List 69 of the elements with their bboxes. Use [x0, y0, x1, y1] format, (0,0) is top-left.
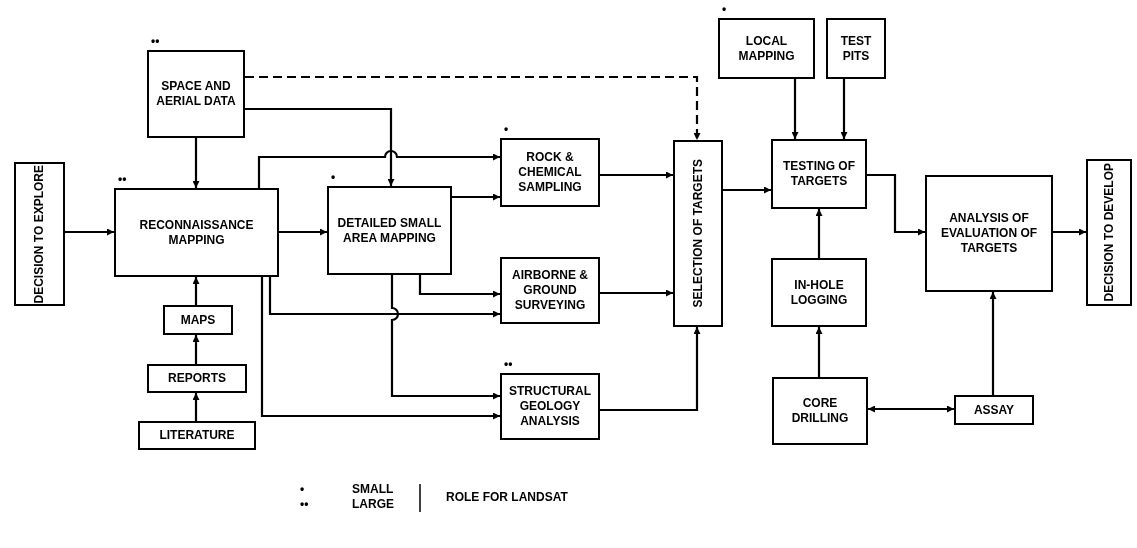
box-label: SELECTION OF TARGETS — [690, 159, 706, 308]
process-box — [14, 162, 65, 306]
arrow — [815, 327, 823, 377]
box-label: LITERATURE — [159, 428, 235, 443]
process-box — [138, 421, 256, 450]
arrow — [192, 335, 200, 364]
arrow — [867, 173, 925, 236]
legend-text: ROLE FOR LANDSAT — [446, 490, 568, 504]
process-box — [147, 364, 247, 393]
arrow — [192, 393, 200, 421]
arrow — [418, 275, 500, 298]
box-label: REPORTS — [168, 371, 226, 386]
arrow — [260, 277, 500, 420]
process-box — [771, 139, 867, 209]
arrow — [600, 289, 673, 297]
role-marker: • — [504, 123, 509, 135]
process-box — [163, 305, 233, 335]
process-box — [925, 175, 1053, 292]
process-box — [1086, 159, 1132, 306]
box-label: TEST PITS — [839, 33, 873, 64]
process-box — [673, 140, 723, 327]
box-label: DECISION TO DEVELOP — [1101, 163, 1117, 302]
box-label: DETAILED SMALL AREA MAPPING — [336, 215, 443, 246]
arrow — [192, 138, 200, 188]
arrow — [65, 228, 114, 236]
arrow — [245, 107, 395, 186]
box-label: LOCAL MAPPING — [737, 33, 796, 64]
box-label: ASSAY — [973, 402, 1015, 418]
role-marker: • — [722, 3, 727, 15]
legend-text: SMALL — [352, 482, 394, 496]
role-marker: •• — [118, 173, 127, 185]
process-box — [771, 258, 867, 327]
arrow — [868, 405, 954, 413]
arrow — [245, 75, 701, 140]
arrow — [723, 186, 771, 194]
arrow — [815, 209, 823, 258]
arrow — [791, 79, 799, 139]
process-box — [772, 377, 868, 445]
box-label: STRUCTURAL GEOLOGY ANALYSIS — [508, 384, 592, 429]
role-marker: • — [331, 171, 336, 183]
box-label: DECISION TO EXPLORE — [32, 164, 47, 304]
arrow — [268, 277, 500, 318]
arrow — [452, 193, 500, 201]
box-label: CORE DRILLING — [790, 396, 850, 426]
arrow — [600, 171, 673, 179]
arrow — [279, 228, 327, 236]
box-label: IN-HOLE LOGGING — [789, 277, 849, 308]
arrow — [840, 79, 848, 139]
box-label: SPACE AND AERIAL DATA — [155, 79, 237, 109]
arrow — [989, 292, 997, 395]
box-label: AIRBORNE & GROUND SURVEYING — [511, 268, 589, 313]
box-label: TESTING OF TARGETS — [782, 159, 856, 189]
arrow — [600, 327, 701, 412]
legend-text: • — [300, 482, 305, 496]
legend-text: •• — [300, 497, 309, 511]
arrow — [390, 275, 500, 400]
box-label: MAPS — [180, 312, 216, 328]
arrow — [192, 277, 200, 305]
box-label: ROCK & CHEMICAL SAMPLING — [517, 150, 583, 195]
process-box — [500, 257, 600, 324]
process-box — [954, 395, 1034, 425]
arrow — [1053, 228, 1086, 236]
role-marker: •• — [151, 35, 160, 47]
process-box — [826, 18, 886, 79]
arrow — [257, 150, 500, 188]
role-marker: •• — [504, 358, 513, 370]
box-label: RECONNAISSANCE MAPPING — [138, 217, 255, 248]
legend-text: LARGE — [352, 497, 394, 511]
box-label: ANALYSIS OF EVALUATION OF TARGETS — [939, 211, 1039, 256]
